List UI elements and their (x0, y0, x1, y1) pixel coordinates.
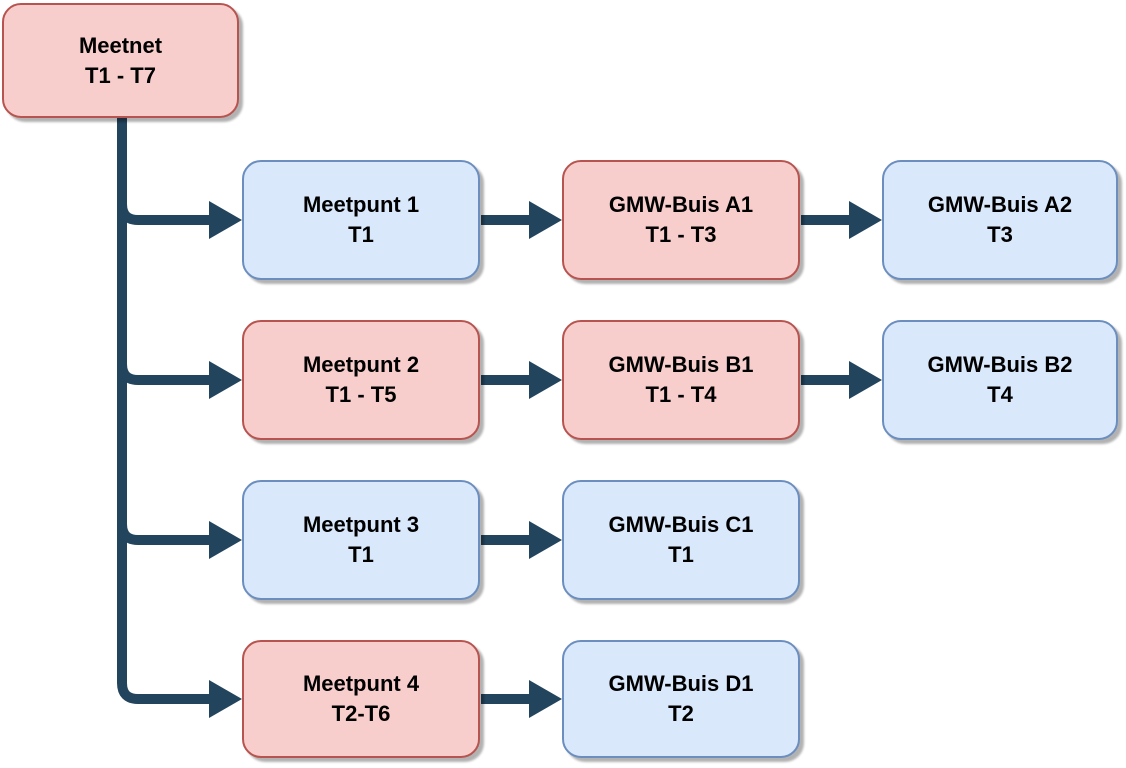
node-gmw-buis-a1-line2: T1 - T3 (645, 222, 717, 247)
connector-meetnet-meetpunt-1 (117, 117, 211, 225)
arrowhead-meetpunt-3-gmw-buis-c1 (529, 521, 562, 559)
connector-meetnet-meetpunt-3 (117, 117, 211, 545)
arrowhead-meetnet-meetpunt-3 (209, 521, 242, 559)
node-gmw-buis-b2-line1: GMW-Buis B2 (927, 352, 1073, 377)
arrowhead-gmw-buis-b1-gmw-buis-b2 (849, 361, 882, 399)
arrowhead-meetpunt-4-gmw-buis-d1 (529, 680, 562, 718)
node-gmw-buis-c1[interactable]: GMW-Buis C1 T1 (562, 480, 800, 600)
node-meetnet-line1: Meetnet (78, 32, 163, 58)
arrowhead-meetnet-meetpunt-4 (209, 680, 242, 718)
node-gmw-buis-b2-line2: T4 (987, 382, 1013, 407)
node-gmw-buis-b1-line2: T1 - T4 (645, 382, 717, 407)
node-gmw-buis-a2[interactable]: GMW-Buis A2 T3 (882, 160, 1118, 280)
arrowhead-meetnet-meetpunt-1 (209, 201, 242, 239)
node-meetpunt-4-line2: T2-T6 (331, 701, 391, 726)
node-gmw-buis-c1-line2: T1 (668, 542, 694, 567)
arrowhead-meetpunt-2-gmw-buis-b1 (529, 361, 562, 399)
node-meetpunt-3-line1: Meetpunt 3 (302, 512, 420, 537)
connector-meetnet-meetpunt-4 (117, 117, 211, 704)
connector-meetnet-meetpunt-2 (117, 117, 211, 385)
node-meetnet-line2: T1 - T7 (85, 62, 156, 88)
node-meetpunt-1-line2: T1 (348, 222, 374, 247)
node-meetpunt-2-line2: T1 - T5 (325, 382, 397, 407)
node-meetpunt-2-line1: Meetpunt 2 (302, 352, 420, 377)
arrowhead-meetpunt-1-gmw-buis-a1 (529, 201, 562, 239)
node-gmw-buis-b2[interactable]: GMW-Buis B2 T4 (882, 320, 1118, 440)
node-gmw-buis-a1-line1: GMW-Buis A1 (608, 192, 754, 217)
node-meetpunt-3[interactable]: Meetpunt 3 T1 (242, 480, 480, 600)
node-meetpunt-1-line1: Meetpunt 1 (302, 192, 420, 217)
node-meetnet[interactable]: Meetnet T1 - T7 (2, 3, 239, 118)
node-meetpunt-4-line1: Meetpunt 4 (302, 671, 420, 696)
node-gmw-buis-d1-line1: GMW-Buis D1 (608, 671, 754, 696)
node-gmw-buis-a2-line2: T3 (987, 222, 1013, 247)
arrowhead-meetnet-meetpunt-2 (209, 361, 242, 399)
node-gmw-buis-a2-line1: GMW-Buis A2 (927, 192, 1073, 217)
node-gmw-buis-d1-line2: T2 (668, 701, 694, 726)
node-meetpunt-2[interactable]: Meetpunt 2 T1 - T5 (242, 320, 480, 440)
node-meetpunt-1[interactable]: Meetpunt 1 T1 (242, 160, 480, 280)
node-gmw-buis-c1-line1: GMW-Buis C1 (608, 512, 754, 537)
node-gmw-buis-d1[interactable]: GMW-Buis D1 T2 (562, 640, 800, 758)
node-meetpunt-4[interactable]: Meetpunt 4 T2-T6 (242, 640, 480, 758)
node-meetpunt-3-line2: T1 (348, 542, 374, 567)
node-gmw-buis-b1[interactable]: GMW-Buis B1 T1 - T4 (562, 320, 800, 440)
node-gmw-buis-b1-line1: GMW-Buis B1 (608, 352, 754, 377)
node-gmw-buis-a1[interactable]: GMW-Buis A1 T1 - T3 (562, 160, 800, 280)
arrowhead-gmw-buis-a1-gmw-buis-a2 (849, 201, 882, 239)
